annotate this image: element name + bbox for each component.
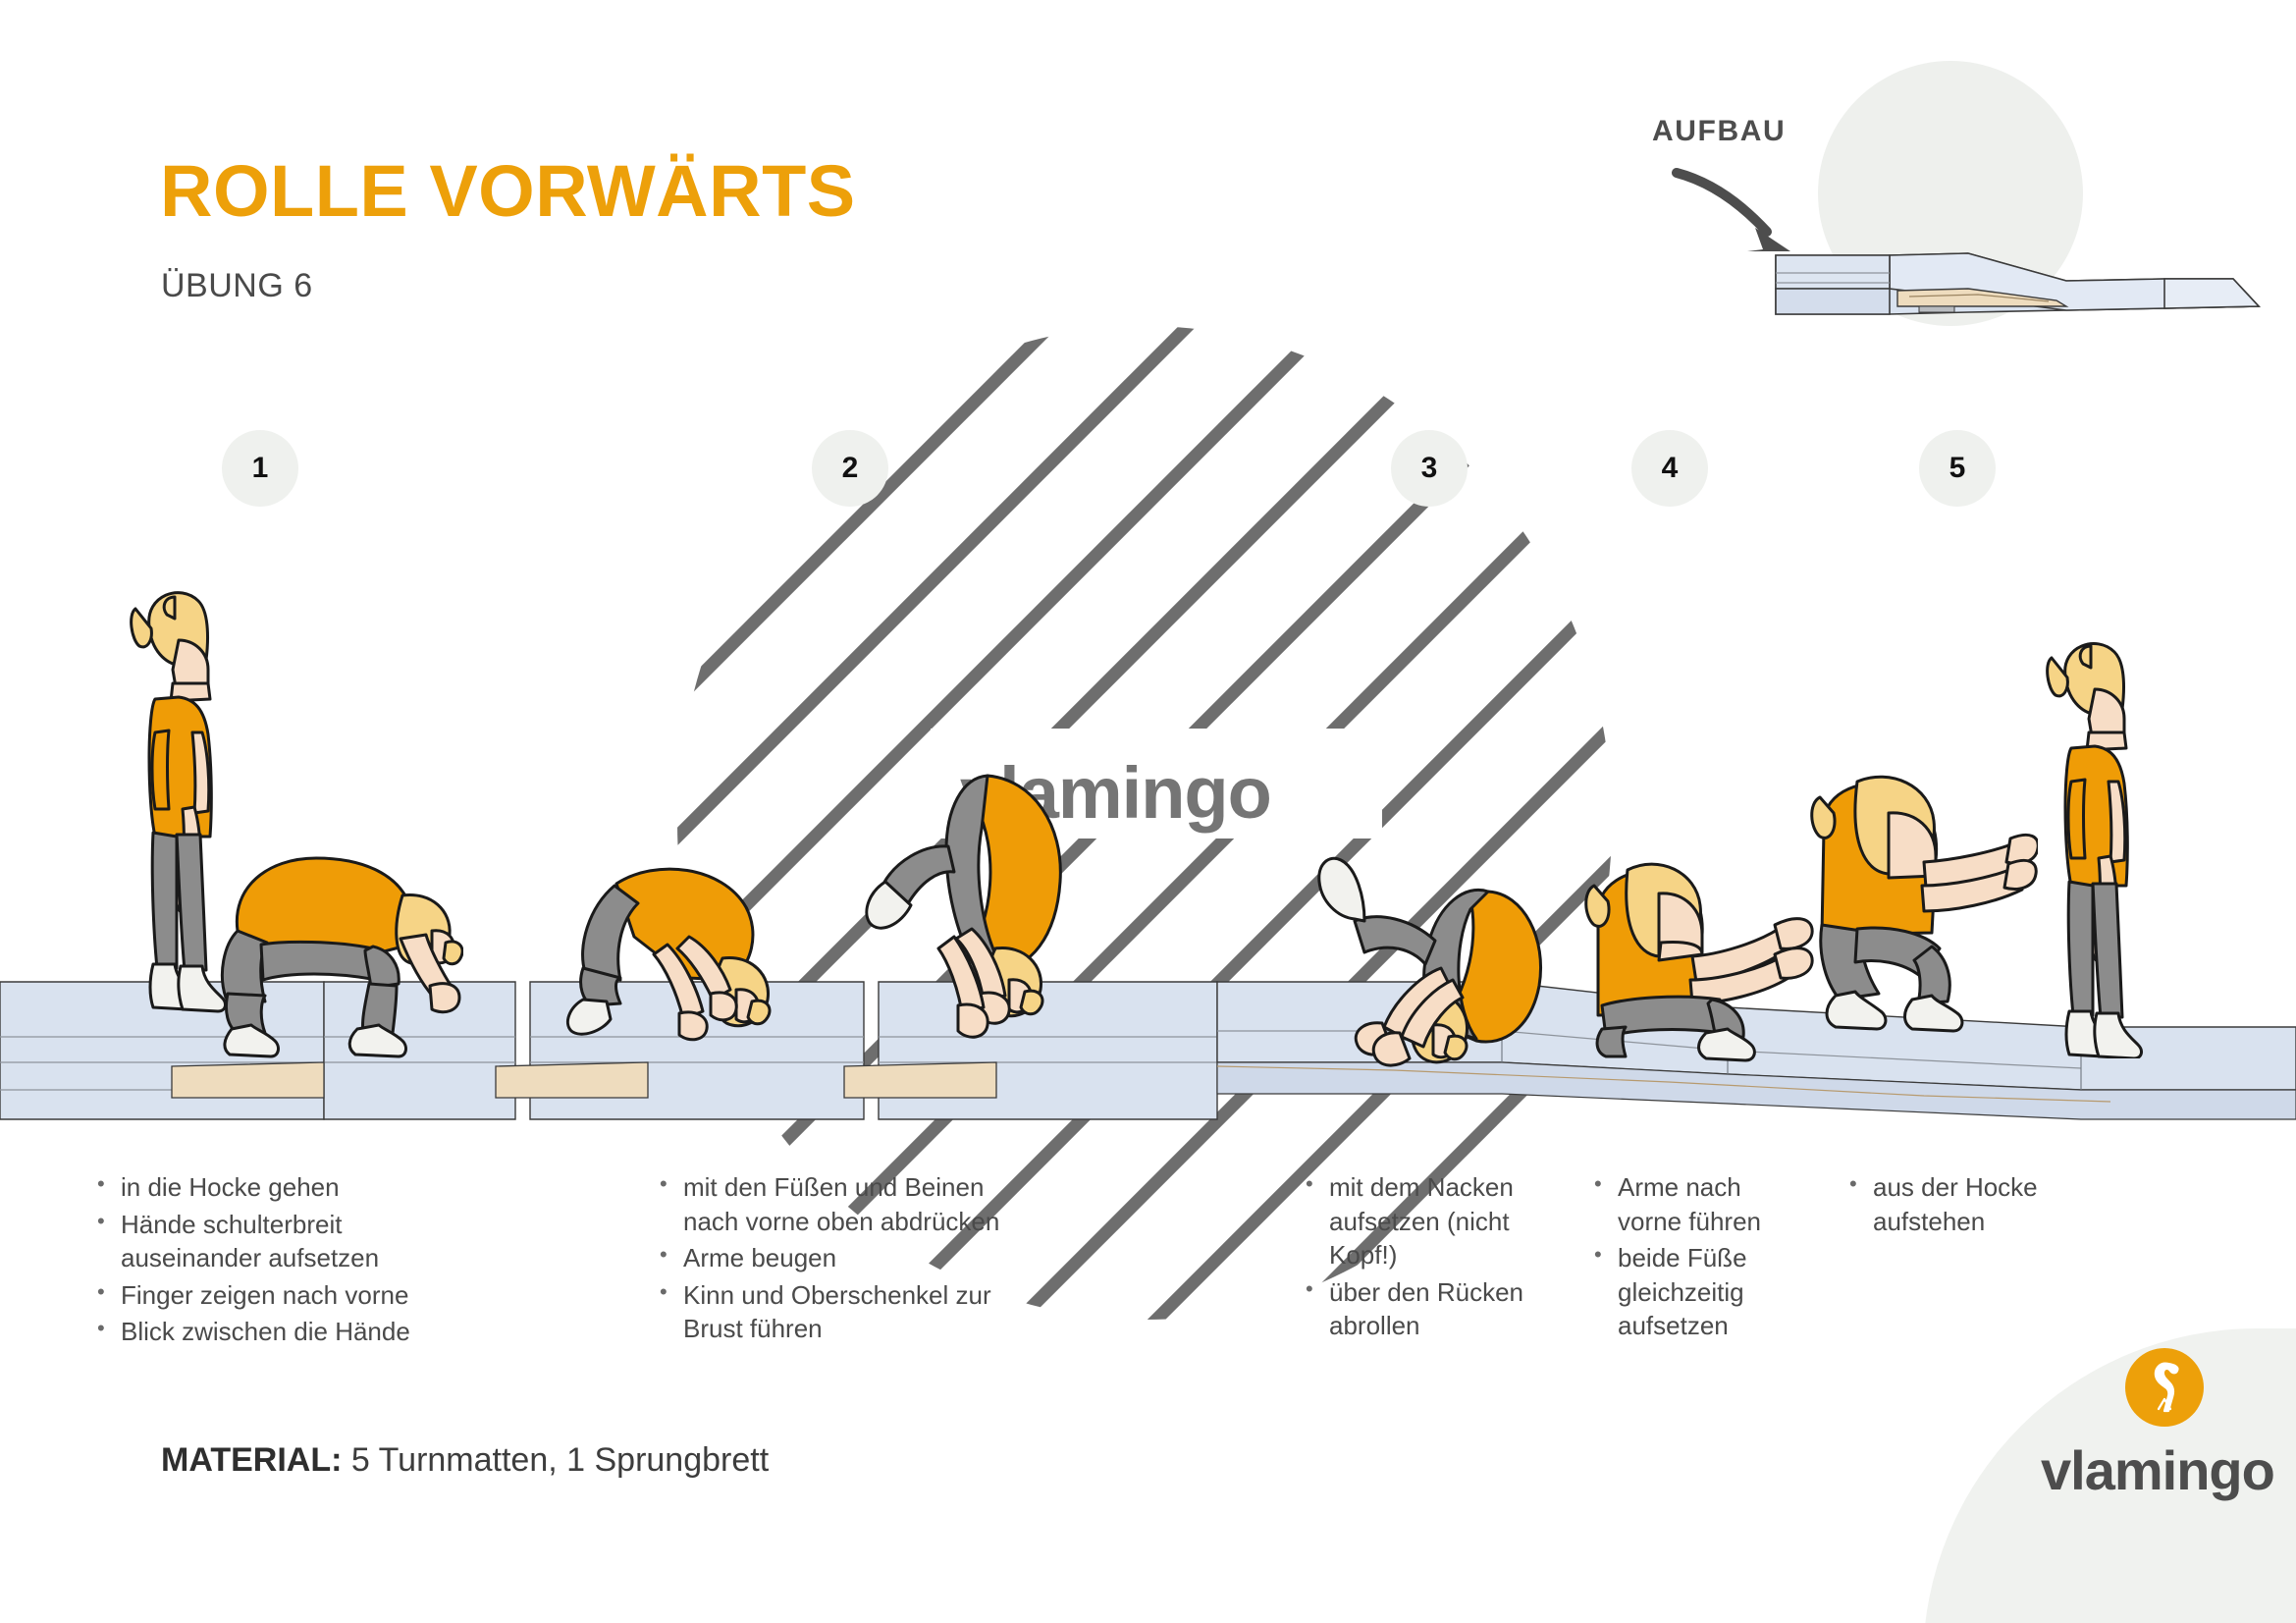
caption-bullet: beide Füße gleichzeitig aufsetzen: [1590, 1240, 1777, 1343]
material-value: 5 Turnmatten, 1 Sprungbrett: [350, 1441, 770, 1479]
step-caption-1: in die Hocke gehen Hände schulterbreit a…: [93, 1169, 437, 1352]
caption-bullet: mit den Füßen und Beinen nach vorne oben…: [656, 1169, 1034, 1238]
standing-up-figure-icon: [2046, 642, 2143, 1058]
logo-wordmark: vlamingo: [2041, 1439, 2275, 1501]
page-title: ROLLE VORWÄRTS: [160, 150, 856, 232]
step-caption-5: aus der Hocke aufstehen: [1845, 1169, 2052, 1241]
caption-bullet: Kinn und Oberschenkel zur Brust führen: [656, 1277, 1034, 1346]
step-badge-5: 5: [1919, 430, 1996, 507]
caption-bullet: Arme beugen: [656, 1240, 1034, 1275]
step-badge-4: 4: [1631, 430, 1708, 507]
material-label: MATERIAL:: [161, 1441, 343, 1479]
caption-bullet: aus der Hocke aufstehen: [1845, 1169, 2052, 1238]
caption-bullet: in die Hocke gehen: [93, 1169, 437, 1205]
flamingo-in-circle-icon: [2125, 1348, 2204, 1427]
caption-bullet: Arme nach vorne führen: [1590, 1169, 1777, 1238]
page-subtitle: ÜBUNG 6: [161, 267, 313, 304]
curved-arrow-down-right-icon: [1672, 168, 1790, 251]
rolling-over-neck-figure-icon: [1317, 856, 1542, 1067]
material-line: MATERIAL: 5 Turnmatten, 1 Sprungbrett: [161, 1441, 769, 1480]
mat-with-springboard-ramp-icon: [1775, 252, 2261, 315]
squat-arms-forward-figure-icon: [1810, 775, 2038, 1033]
caption-bullet: Hände schulterbreit auseinander aufsetze…: [93, 1207, 437, 1275]
caption-bullet: mit dem Nacken aufsetzen (nicht Kopf!): [1302, 1169, 1527, 1272]
caption-bullet: Blick zwischen die Hände: [93, 1314, 437, 1349]
step-caption-3: mit dem Nacken aufsetzen (nicht Kopf!) ü…: [1302, 1169, 1527, 1346]
seated-arms-forward-figure-icon: [1584, 862, 1814, 1062]
step-badge-2: 2: [812, 430, 888, 507]
tucking-and-pushing-off-figure-icon: [566, 867, 772, 1042]
aufbau-label: AUFBAU: [1652, 115, 1787, 147]
step-badge-1: 1: [222, 430, 298, 507]
step-caption-4: Arme nach vorne führen beide Füße gleich…: [1590, 1169, 1777, 1346]
standing-and-squatting-figure-icon: [130, 591, 227, 1013]
caption-bullet: über den Rücken abrollen: [1302, 1274, 1527, 1343]
airborne-tuck-figure-icon: [865, 774, 1062, 1039]
caption-bullet: Finger zeigen nach vorne: [93, 1277, 437, 1313]
step-badge-3: 3: [1391, 430, 1468, 507]
squat-hands-on-mat-figure-icon: [220, 856, 463, 1058]
brand-logo: vlamingo: [1923, 1328, 2296, 1623]
step-caption-2: mit den Füßen und Beinen nach vorne oben…: [656, 1169, 1034, 1349]
